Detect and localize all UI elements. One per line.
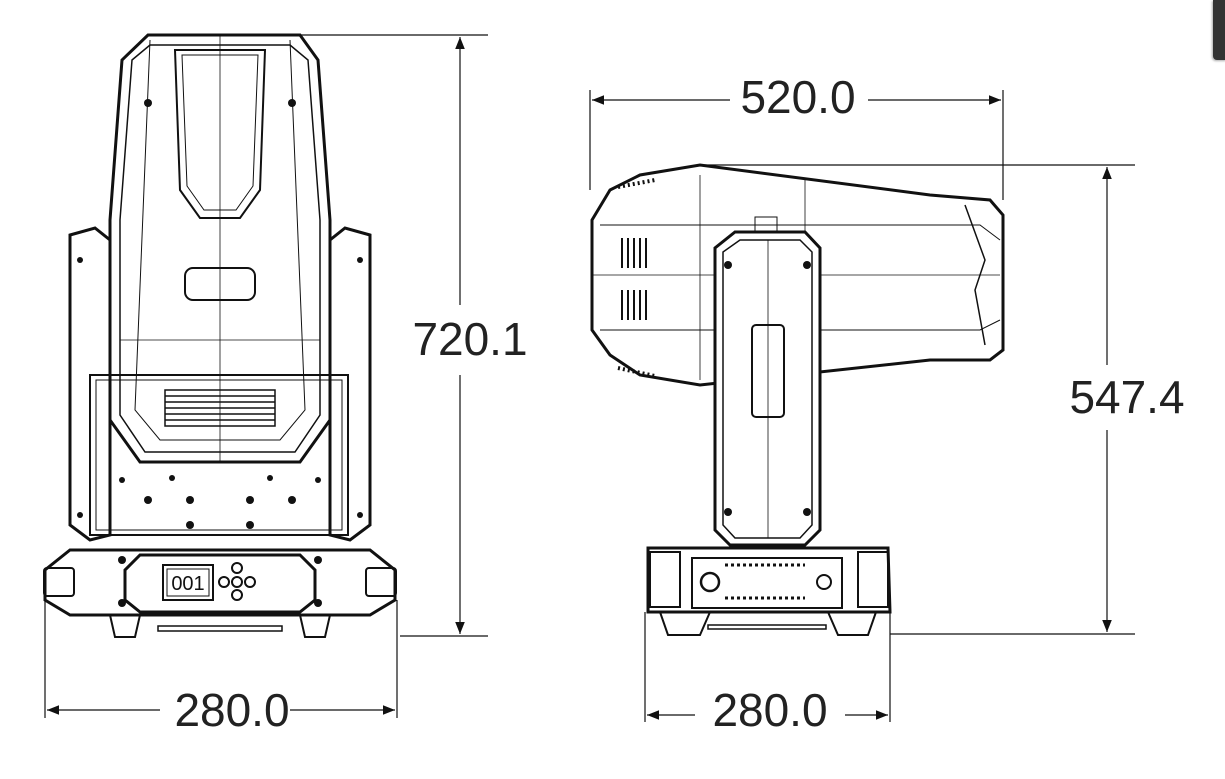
side-head (590, 163, 1005, 387)
side-yoke-arm (713, 230, 822, 547)
dimension-side-width: 280.0 (712, 684, 827, 736)
front-display-readout: 001 (171, 573, 204, 595)
side-vent-slots (617, 178, 656, 378)
front-yoke-right-arm (328, 226, 372, 542)
front-control-buttons (218, 562, 256, 601)
dimension-front-width: 280.0 (174, 684, 289, 736)
dimension-lines (44, 34, 1135, 722)
dimension-front-height: 720.1 (412, 313, 527, 365)
dimension-side-length: 520.0 (740, 71, 855, 123)
scrollbar-thumb[interactable] (1213, 0, 1225, 60)
front-head (108, 33, 332, 464)
dimension-side-height: 547.4 (1069, 371, 1184, 423)
front-vent-grille (164, 389, 276, 427)
side-view (590, 163, 1005, 636)
front-view (43, 33, 397, 638)
front-screws (77, 99, 363, 529)
